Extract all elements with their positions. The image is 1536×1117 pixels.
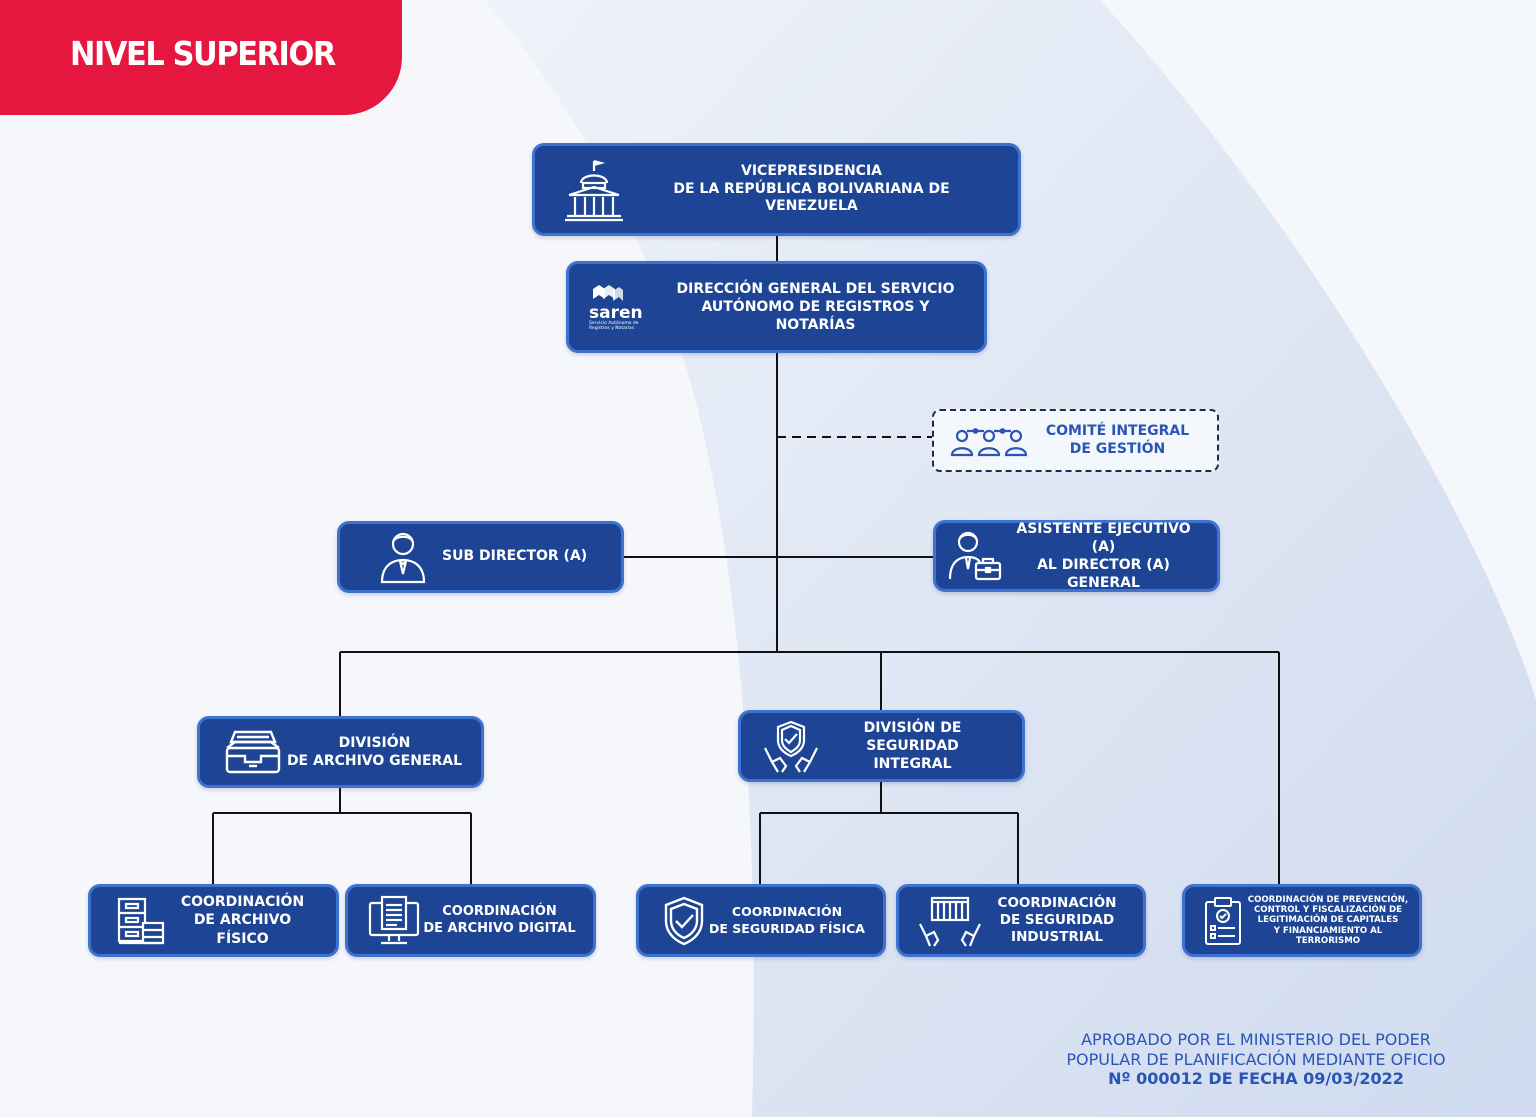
saren-logo-word: saren xyxy=(589,302,643,323)
node-label: VICEPRESIDENCIA DE LA REPÚBLICA BOLIVARI… xyxy=(673,163,950,215)
node-vicepresidencia: VICEPRESIDENCIA DE LA REPÚBLICA BOLIVARI… xyxy=(532,143,1021,236)
archive-drawer-icon xyxy=(222,728,284,776)
node-asistente-ejecutivo: ASISTENTE EJECUTIVO (A) AL DIRECTOR (A) … xyxy=(933,520,1220,592)
node-coord-archivo-digital: COORDINACIÓN DE ARCHIVO DIGITAL xyxy=(345,884,596,957)
factory-hands-icon xyxy=(915,894,985,948)
node-coord-seguridad-fisica: COORDINACIÓN DE SEGURIDAD FÍSICA xyxy=(636,884,886,957)
banner-title: NIVEL SUPERIOR xyxy=(70,34,336,73)
node-label: DIVISIÓN DE ARCHIVO GENERAL xyxy=(286,734,463,769)
filing-cabinet-icon xyxy=(113,895,167,947)
node-division-seguridad-integral: DIVISIÓN DE SEGURIDAD INTEGRAL xyxy=(738,710,1025,782)
node-label: COORDINACIÓN DE PREVENCIÓN, CONTROL Y FI… xyxy=(1247,894,1409,946)
node-comite-integral: COMITÉ INTEGRAL DE GESTIÓN xyxy=(932,409,1219,472)
node-label: COORDINACIÓN DE SEGURIDAD FÍSICA xyxy=(709,904,865,936)
node-division-archivo-general: DIVISIÓN DE ARCHIVO GENERAL xyxy=(197,716,484,788)
node-sub-director: SUB DIRECTOR (A) xyxy=(337,521,624,593)
node-label: DIVISIÓN DE SEGURIDAD INTEGRAL xyxy=(863,719,962,773)
government-building-icon xyxy=(549,157,639,223)
person-tie-icon xyxy=(378,530,428,584)
saren-logo-subtitle: Servicio Autónomo de Registros y Notaría… xyxy=(589,320,639,331)
approval-line-1: APROBADO POR EL MINISTERIO DEL PODER xyxy=(1081,1030,1431,1049)
team-network-icon xyxy=(950,425,1028,457)
node-coord-seguridad-industrial: COORDINACIÓN DE SEGURIDAD INDUSTRIAL xyxy=(896,884,1146,957)
node-direccion-general: saren Servicio Autónomo de Registros y N… xyxy=(566,261,987,353)
shield-check-icon xyxy=(659,895,709,947)
node-coord-archivo-fisico: COORDINACIÓN DE ARCHIVO FÍSICO xyxy=(88,884,339,957)
node-label: SUB DIRECTOR (A) xyxy=(442,548,588,565)
approval-line-3: Nº 000012 DE FECHA 09/03/2022 xyxy=(1108,1069,1404,1089)
node-label: COORDINACIÓN DE SEGURIDAD INDUSTRIAL xyxy=(997,895,1117,945)
node-coord-prevencion: COORDINACIÓN DE PREVENCIÓN, CONTROL Y FI… xyxy=(1182,884,1422,957)
clipboard-checklist-icon xyxy=(1201,896,1245,946)
computer-document-icon xyxy=(366,895,422,947)
node-label: ASISTENTE EJECUTIVO (A) AL DIRECTOR (A) … xyxy=(1016,520,1191,592)
person-briefcase-icon xyxy=(948,529,1004,583)
saren-logo-mark-icon xyxy=(593,284,623,301)
shield-hands-icon xyxy=(761,718,821,774)
level-banner: NIVEL SUPERIOR xyxy=(0,0,402,115)
approval-line-2: POPULAR DE PLANIFICACIÓN MEDIANTE OFICIO xyxy=(1066,1049,1446,1069)
node-label: DIRECCIÓN GENERAL DEL SERVICIO AUTÓNOMO … xyxy=(676,280,955,334)
node-label: COORDINACIÓN DE ARCHIVO FÍSICO xyxy=(180,894,305,947)
saren-logo: saren Servicio Autónomo de Registros y N… xyxy=(589,283,669,332)
node-label: COORDINACIÓN DE ARCHIVO DIGITAL xyxy=(423,903,576,936)
node-label: COMITÉ INTEGRAL DE GESTIÓN xyxy=(1045,423,1190,457)
approval-note: APROBADO POR EL MINISTERIO DEL PODER POP… xyxy=(1040,1030,1472,1089)
